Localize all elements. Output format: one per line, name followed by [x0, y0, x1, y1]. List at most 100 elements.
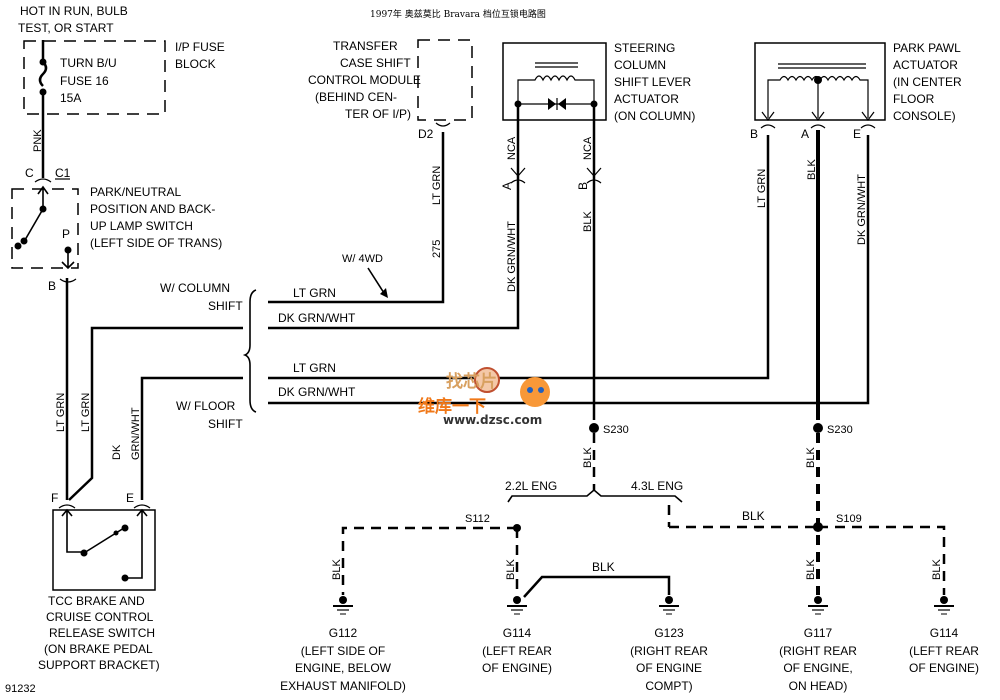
fuse-block-label-1: I/P FUSE: [175, 40, 225, 54]
splice-s109-label: S109: [836, 513, 862, 525]
ground-icon: [507, 596, 527, 615]
arrow-4wd-icon: [367, 267, 385, 294]
option-4wd: W/ 4WD: [342, 253, 383, 265]
steering-label-2: COLUMN: [614, 58, 666, 72]
ground-location-1: (LEFT REAR: [909, 644, 979, 658]
ground-location-2: ENGINE, BELOW: [295, 661, 392, 675]
wire-label-dk: DK: [111, 444, 123, 460]
pn-switch-label-1: PARK/NEUTRAL: [90, 185, 181, 199]
ground-location-3: EXHAUST MANIFOLD): [280, 679, 406, 693]
connector-a-steering: A: [500, 182, 514, 190]
ground-location-2: OF ENGINE,: [783, 661, 852, 675]
engine-43-label: 4.3L ENG: [631, 479, 683, 493]
ground-id: G114: [503, 626, 532, 640]
watermark-url: www.dzsc.com: [443, 413, 542, 427]
ground-icon: [808, 596, 828, 615]
fuse-number: FUSE 16: [60, 74, 109, 88]
splice-s112-label: S112: [465, 513, 490, 525]
option-floor-1: W/ FLOOR: [176, 399, 236, 413]
tcc-label-3: RELEASE SWITCH: [49, 626, 155, 640]
connector-e-pawl: E: [853, 127, 861, 141]
wire-label-lt-grn-1: LT GRN: [55, 393, 67, 432]
splice-s230-left: [589, 423, 599, 433]
engine-option-bracket: [507, 488, 683, 503]
ground-location-1: (RIGHT REAR: [779, 644, 857, 658]
power-label-1: HOT IN RUN, BULB: [20, 4, 128, 18]
watermark-line1: 找芯片: [446, 371, 497, 392]
ground-location-2: OF ENGINE: [636, 661, 702, 675]
fuse-rating: 15A: [60, 91, 81, 105]
ground-location-3: COMPT): [645, 679, 692, 693]
connector-f: F: [51, 491, 58, 505]
fuse-name: TURN B/U: [60, 56, 117, 70]
steering-actuator: [502, 42, 607, 121]
connector-c-icon: [34, 178, 52, 183]
fuse-block-label-2: BLOCK: [175, 57, 216, 71]
wire-label-nca-b: NCA: [582, 136, 594, 160]
ground-id: G117: [804, 626, 833, 640]
ground-location-1: (RIGHT REAR: [630, 644, 708, 658]
power-label-2: TEST, OR START: [18, 21, 114, 35]
tc-label-1: TRANSFER: [333, 39, 398, 53]
connector-e: E: [126, 491, 134, 505]
watermark: 找芯片 维库一下 www.dzsc.com: [418, 367, 550, 427]
wire-label-pawl-dk-grn-wht: DK GRN/WHT: [856, 174, 868, 245]
transfer-case-module: [417, 39, 473, 121]
ground-icon: [934, 596, 954, 615]
connector-a-pawl: A: [801, 127, 809, 141]
tc-label-2: CASE SHIFT: [340, 56, 411, 70]
fuse-block: TURN B/U FUSE 16 15A: [23, 40, 166, 178]
steering-label-4: ACTUATOR: [614, 92, 679, 106]
pawl-label-1: PARK PAWL: [893, 41, 961, 55]
connector-b-pawl: B: [750, 127, 758, 141]
tc-label-4: (BEHIND CEN-: [315, 90, 397, 104]
diode-icon: [548, 98, 556, 110]
park-pawl-coil-icon: [761, 63, 875, 121]
ground-location-1: (LEFT SIDE OF: [301, 644, 385, 658]
ground-1: G114 (LEFT REAR OF ENGINE): [482, 596, 552, 675]
circuit-275: 275: [431, 240, 443, 258]
ground-location-2: OF ENGINE): [482, 661, 552, 675]
wire-label-steer-dk-grn-wht: DK GRN/WHT: [506, 221, 518, 292]
steering-label-5: (ON COLUMN): [614, 109, 695, 123]
park-pawl-actuator: [754, 42, 886, 121]
wire-label-col-dk-grn-wht: DK GRN/WHT: [278, 311, 356, 325]
option-floor-2: SHIFT: [208, 417, 243, 431]
connector-c1: C1: [55, 166, 71, 180]
option-column-1: W/ COLUMN: [160, 281, 230, 295]
wire-label-steer-blk: BLK: [582, 211, 594, 232]
pawl-label-3: (IN CENTER: [893, 75, 962, 89]
watermark-logo-icon: [474, 367, 500, 393]
wire-label-col-lt-grn: LT GRN: [293, 286, 336, 300]
ground-location-2: OF ENGINE): [909, 661, 979, 675]
ground-id: G123: [654, 626, 684, 640]
diagram-title: 1997年 奥兹莫比 Bravara 档位互锁电路图: [370, 8, 546, 20]
watermark-mascot-icon: [520, 377, 550, 407]
steering-label-1: STEERING: [614, 41, 675, 55]
wire-label-s230r-blk: BLK: [805, 447, 817, 468]
tcc-brake-switch: [52, 508, 156, 591]
tcc-label-1: TCC BRAKE AND: [48, 594, 145, 608]
wire-label-g112-blk: BLK: [331, 559, 343, 580]
connector-p: P: [62, 227, 70, 241]
splice-s230-right: [813, 423, 823, 433]
pn-switch-label-2: POSITION AND BACK-: [90, 202, 215, 216]
pn-switch-label-4: (LEFT SIDE OF TRANS): [90, 236, 222, 250]
wire-label-nca-a: NCA: [506, 136, 518, 160]
option-brace: [242, 289, 257, 413]
wire-label-pawl-lt-grn: LT GRN: [756, 169, 768, 208]
wire-label-floor-lt-grn: LT GRN: [293, 361, 336, 375]
wire-label-lt-grn-2: LT GRN: [80, 393, 92, 432]
tcc-label-4: (ON BRAKE PEDAL: [44, 642, 153, 656]
ground-location-1: (LEFT REAR: [482, 644, 552, 658]
wire-label-tc-lt-grn: LT GRN: [431, 166, 443, 205]
wire-label-g123-blk: BLK: [592, 560, 615, 574]
wire-label-g117-blk: BLK: [805, 559, 817, 580]
tcc-label-2: CRUISE CONTROL: [46, 610, 154, 624]
ground-icon: [333, 596, 353, 615]
